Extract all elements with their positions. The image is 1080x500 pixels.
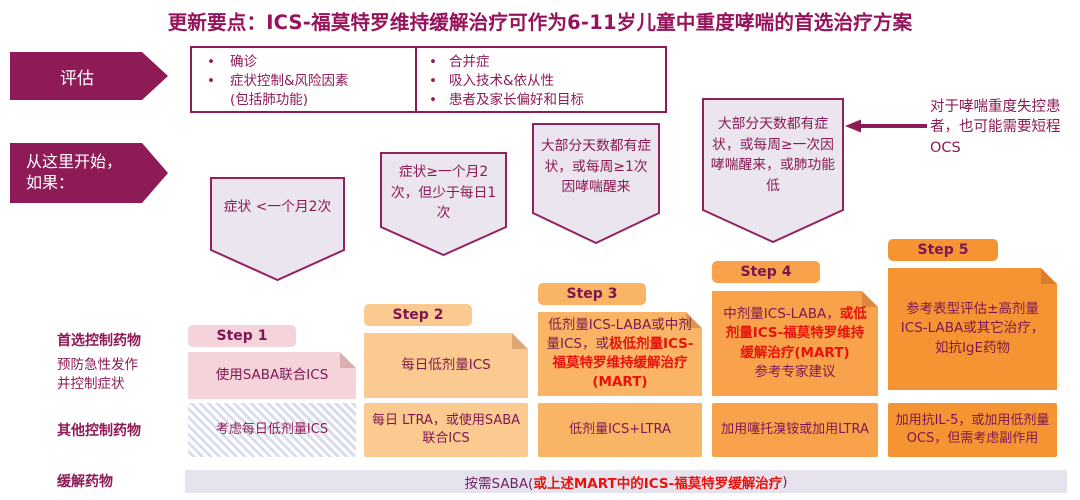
row-label-reliever: 缓解药物 [57, 474, 113, 490]
assess-arrow-label: 评估 [60, 68, 94, 89]
assessment-item: (包括肺功能) [192, 91, 415, 110]
assessment-item-text: 患者及家长偏好和目标 [449, 92, 584, 108]
text-normal: 使用SABA联合ICS [215, 366, 329, 383]
page-title: 更新要点：ICS-福莫特罗维持缓解治疗可作为6-11岁儿童中重度哮喘的首选治疗方… [167, 11, 913, 34]
reliever-text-suffix: ) [782, 473, 788, 490]
step1-first-choice-box: 使用SABA联合ICS [188, 352, 356, 399]
step1-first-choice-text: 使用SABA联合ICS [216, 366, 329, 385]
text-note: 参考专家建议 [754, 363, 836, 380]
symptom-flag-step4: 大部分天数都有症状，或每周≥一次因哮喘醒来，或肺功能低 [702, 98, 844, 243]
step4-header: Step 4 [712, 261, 820, 283]
step1-header: Step 1 [188, 325, 296, 347]
step5-other-controller-box: 加用抗IL-5，或加用低剂量OCS，但需考虑副作用 [888, 403, 1057, 457]
bullet-icon: • [207, 73, 215, 89]
step1-other-controller-text: 考虑每日低剂量ICS [215, 422, 329, 438]
step5-other-controller-text: 加用抗IL-5，或加用低剂量OCS，但需考虑副作用 [895, 413, 1050, 446]
text-normal: 低剂量ICS-LABA或中剂量ICS，或 [546, 316, 692, 352]
step5-header: Step 5 [888, 239, 998, 261]
left-arrow-icon [845, 119, 927, 133]
assessment-item: • 症状控制&风险因素 [192, 72, 415, 91]
step3-other-controller-box: 低剂量ICS+LTRA [538, 403, 702, 457]
symptom-flag-step2: 症状≥一个月2次，但少于每日1次 [380, 152, 507, 256]
start-here-arrow-label: 从这里开始， 如果： [26, 152, 123, 192]
step5-first-choice-text: 参考表型评估±高剂量ICS-LABA或其它治疗，如抗IgE药物 [896, 300, 1049, 357]
row-label-first-controller-sub: 预防急性发作 并控制症状 [57, 357, 138, 392]
step3-first-choice-box: 低剂量ICS-LABA或中剂量ICS，或极低剂量ICS-福莫特罗维持缓解治疗(M… [538, 312, 702, 396]
symptom-flag-step3: 大部分天数都有症状，或每周≥1次因哮喘醒来 [532, 123, 660, 244]
step1-other-controller-box: 考虑每日低剂量ICS [188, 403, 356, 457]
reliever-bar: 按需SABA(或上述MART中的ICS-福莫特罗缓解治疗) [185, 470, 1067, 493]
start-here-arrow: 从这里开始， 如果： [10, 143, 168, 203]
fold-corner [686, 312, 702, 328]
fold-corner [1041, 268, 1057, 284]
step3-other-controller-text: 低剂量ICS+LTRA [569, 422, 671, 438]
bullet-icon: • [207, 54, 215, 70]
assessment-box: • 确诊 • 症状控制&风险因素 (包括肺功能) • 合并症 • 吸入技术&依从… [190, 46, 667, 113]
symptom-flag-text: 症状≥一个月2次，但少于每日1次 [390, 164, 497, 222]
bullet-icon: • [429, 92, 437, 108]
reliever-text-prefix: 按需SABA( [464, 475, 534, 492]
assessment-item: • 合并症 [417, 53, 665, 72]
text-red: 极低剂量ICS-福莫特罗维持缓解治疗(MART) [552, 335, 694, 391]
assessment-item: • 吸入技术&依从性 [417, 72, 665, 91]
fold-corner [340, 352, 356, 368]
text-normal: 参考表型评估±高剂量ICS-LABA或其它治疗，如抗IgE药物 [900, 301, 1045, 356]
ocs-note: 对于哮喘重度失控患者，也可能需要短程OCS [930, 99, 1061, 156]
symptom-flag-text: 大部分天数都有症状，或每周≥1次因哮喘醒来 [540, 138, 652, 196]
pentagon-shape [210, 177, 345, 281]
step3-header: Step 3 [538, 283, 646, 305]
row-label-first-controller: 首选控制药物 [57, 333, 141, 349]
step4-first-choice-text: 中剂量ICS-LABA，或低剂量ICS-福莫特罗维持缓解治疗(MART) 参考专家… [720, 305, 870, 382]
pentagon-shape [702, 98, 844, 243]
pentagon-shape [532, 123, 660, 244]
assessment-item-text: 症状控制&风险因素 [230, 73, 349, 89]
step4-other-controller-box: 加用噻托溴铵或加用LTRA [712, 403, 878, 457]
symptom-flag-text: 大部分天数都有症状，或每周≥一次因哮喘醒来，或肺功能低 [710, 116, 836, 195]
assessment-item-text: 吸入技术&依从性 [449, 73, 555, 89]
text-red: 或低剂量ICS-福莫特罗维持缓解治疗(MART) [725, 306, 867, 361]
assess-arrow: 评估 [10, 52, 168, 100]
pentagon-shape [380, 152, 507, 256]
bullet-spacer [192, 91, 230, 110]
step4-first-choice-box: 中剂量ICS-LABA，或低剂量ICS-福莫特罗维持缓解治疗(MART) 参考专家… [712, 291, 878, 396]
text-normal: 中剂量ICS-LABA， [723, 306, 840, 323]
step3-first-choice-text: 低剂量ICS-LABA或中剂量ICS，或极低剂量ICS-福莫特罗维持缓解治疗(M… [546, 316, 694, 393]
row-label-other-controller: 其他控制药物 [57, 423, 141, 439]
assessment-item-text: 合并症 [449, 54, 490, 70]
step2-other-controller-text: 每日 LTRA，或使用SABA联合ICS [371, 413, 521, 446]
step4-other-controller-text: 加用噻托溴铵或加用LTRA [721, 422, 869, 438]
fold-corner [512, 333, 528, 349]
reliever-text-red: 或上述MART中的ICS-福莫特罗缓解治疗 [533, 475, 783, 492]
assessment-item: • 患者及家长偏好和目标 [417, 91, 665, 110]
bullet-icon: • [429, 73, 437, 89]
symptom-flag-step1: 症状 <一个月2次 [210, 177, 345, 281]
bullet-icon: • [429, 54, 437, 70]
step2-first-choice-box: 每日低剂量ICS [364, 333, 528, 398]
assessment-item-text: (包括肺功能) [230, 92, 309, 108]
text-normal: 每日低剂量ICS [401, 356, 491, 373]
assessment-right-column: • 合并症 • 吸入技术&依从性 • 患者及家长偏好和目标 [415, 48, 665, 111]
step5-first-choice-box: 参考表型评估±高剂量ICS-LABA或其它治疗，如抗IgE药物 [888, 268, 1057, 390]
fold-corner [862, 291, 878, 307]
assessment-item-text: 确诊 [230, 54, 257, 70]
step2-header: Step 2 [364, 304, 472, 326]
step2-first-choice-text: 每日低剂量ICS [401, 356, 490, 375]
step2-other-controller-box: 每日 LTRA，或使用SABA联合ICS [364, 403, 528, 457]
assessment-item: • 确诊 [192, 53, 415, 72]
assessment-left-column: • 确诊 • 症状控制&风险因素 (包括肺功能) [192, 48, 415, 111]
symptom-flag-text: 症状 <一个月2次 [223, 199, 332, 215]
